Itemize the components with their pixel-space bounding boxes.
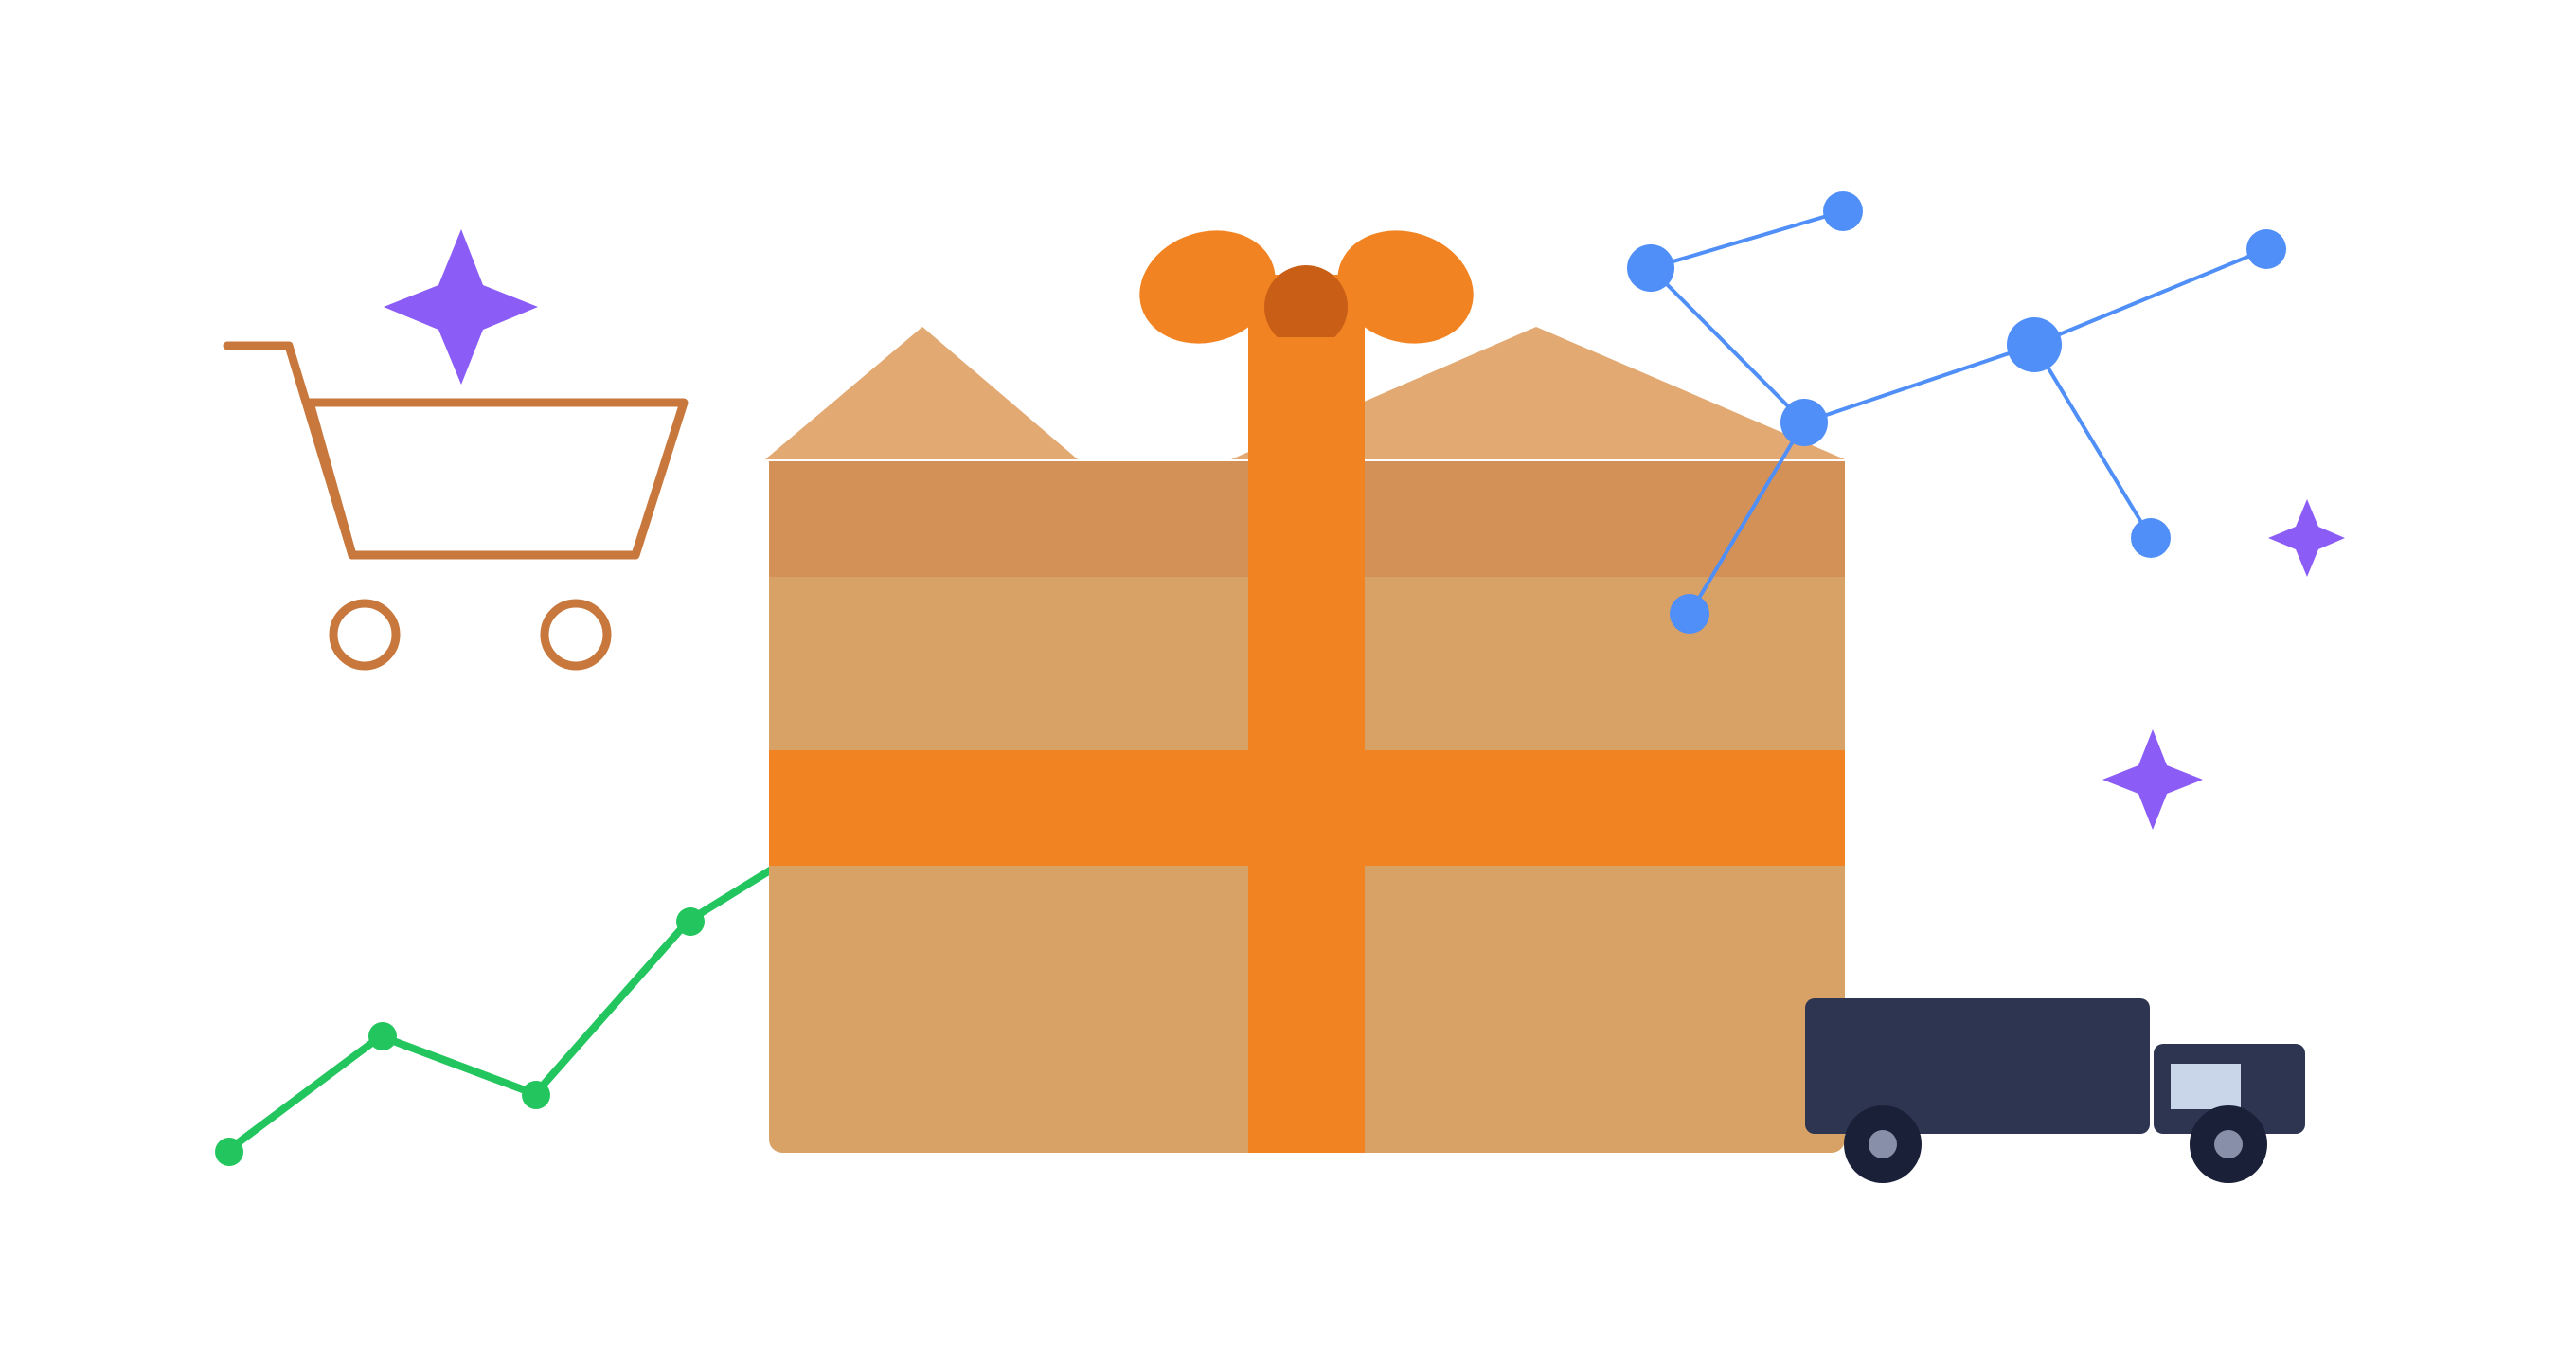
- trend-point: [368, 1022, 397, 1050]
- delivery-truck-icon: [1805, 998, 2305, 1183]
- network-node: [2131, 518, 2171, 558]
- sparkle-icon: [384, 229, 538, 385]
- network-edge: [2032, 343, 2153, 540]
- network-edge: [2033, 247, 2267, 347]
- trend-point: [676, 907, 705, 936]
- bow-knot: [1264, 265, 1348, 349]
- bow-icon: [1139, 230, 1474, 356]
- trend-line-icon: [215, 839, 818, 1166]
- box-flap-left: [765, 327, 1078, 459]
- network-node: [1627, 244, 1674, 292]
- bow-loop-right: [1337, 230, 1474, 344]
- cart-wheel: [540, 599, 612, 671]
- network-node: [1823, 191, 1863, 231]
- cart-handle: [223, 341, 357, 560]
- gift-box-icon: [765, 327, 1845, 1153]
- truck-window: [2171, 1064, 2241, 1109]
- network-node: [2007, 317, 2062, 372]
- box-flap-right: [1231, 327, 1845, 459]
- shopping-cart-icon: [223, 341, 689, 671]
- cart-wheel: [329, 599, 401, 671]
- network-edge: [1650, 209, 1844, 270]
- network-edge: [1649, 266, 1806, 424]
- bow-knot-base: [1248, 337, 1365, 356]
- network-graph-icon: [1627, 191, 2286, 634]
- network-node: [1780, 399, 1828, 446]
- trend-point: [522, 1081, 550, 1109]
- trend-line: [224, 839, 818, 1155]
- network-edge: [1803, 343, 2035, 424]
- truck-hubcap: [2214, 1130, 2243, 1158]
- cart-basket: [305, 398, 689, 560]
- trend-point: [215, 1138, 243, 1166]
- network-node: [1670, 594, 1709, 634]
- bow-loop-left: [1139, 230, 1276, 344]
- sparkle-icon: [2102, 729, 2203, 830]
- sparkle-icon: [2268, 499, 2345, 577]
- truck-hubcap: [1869, 1130, 1897, 1158]
- truck-cargo: [1805, 998, 2150, 1134]
- network-node: [2246, 229, 2286, 269]
- network-edge: [1688, 421, 1806, 616]
- ribbon-vertical: [1248, 332, 1365, 1153]
